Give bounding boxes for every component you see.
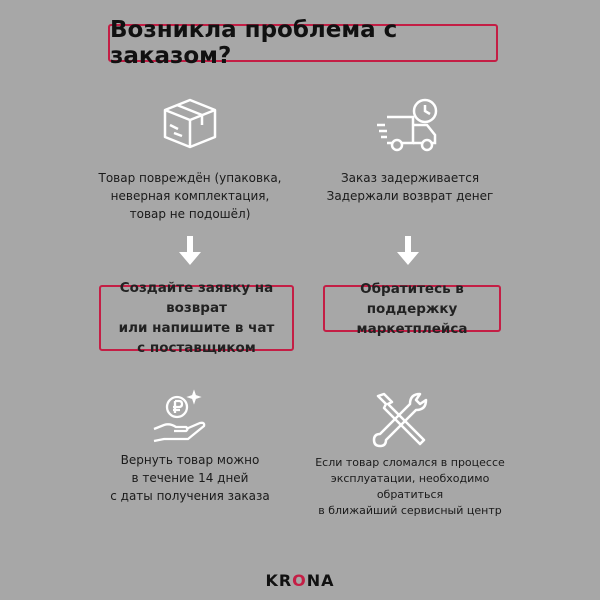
damaged-item-text: Товар повреждён (упаковка, неверная комп… [98, 171, 282, 221]
wrench-screwdriver-icon [372, 392, 428, 448]
delivery-truck-clock-icon [377, 98, 438, 152]
arrow-down-icon [397, 236, 419, 265]
page-title: Возникла проблема с заказом? [108, 17, 498, 69]
contact-support-box: Обратитесь в поддержку маркетплейса [323, 281, 501, 337]
damaged-box-icon [163, 98, 217, 149]
hand-coin-icon [153, 389, 206, 443]
return-request-box: Создайте заявку на возврат или напишите … [99, 280, 294, 356]
delayed-order-text: Заказ задерживается Задержали возврат де… [326, 171, 494, 203]
arrow-down-icon [179, 236, 201, 265]
return-period-text: Вернуть товар можно в течение 14 дней с … [110, 453, 270, 503]
service-center-text: Если товар сломался в процессе эксплуата… [315, 456, 505, 517]
krona-logo: KRONA [265, 571, 335, 590]
